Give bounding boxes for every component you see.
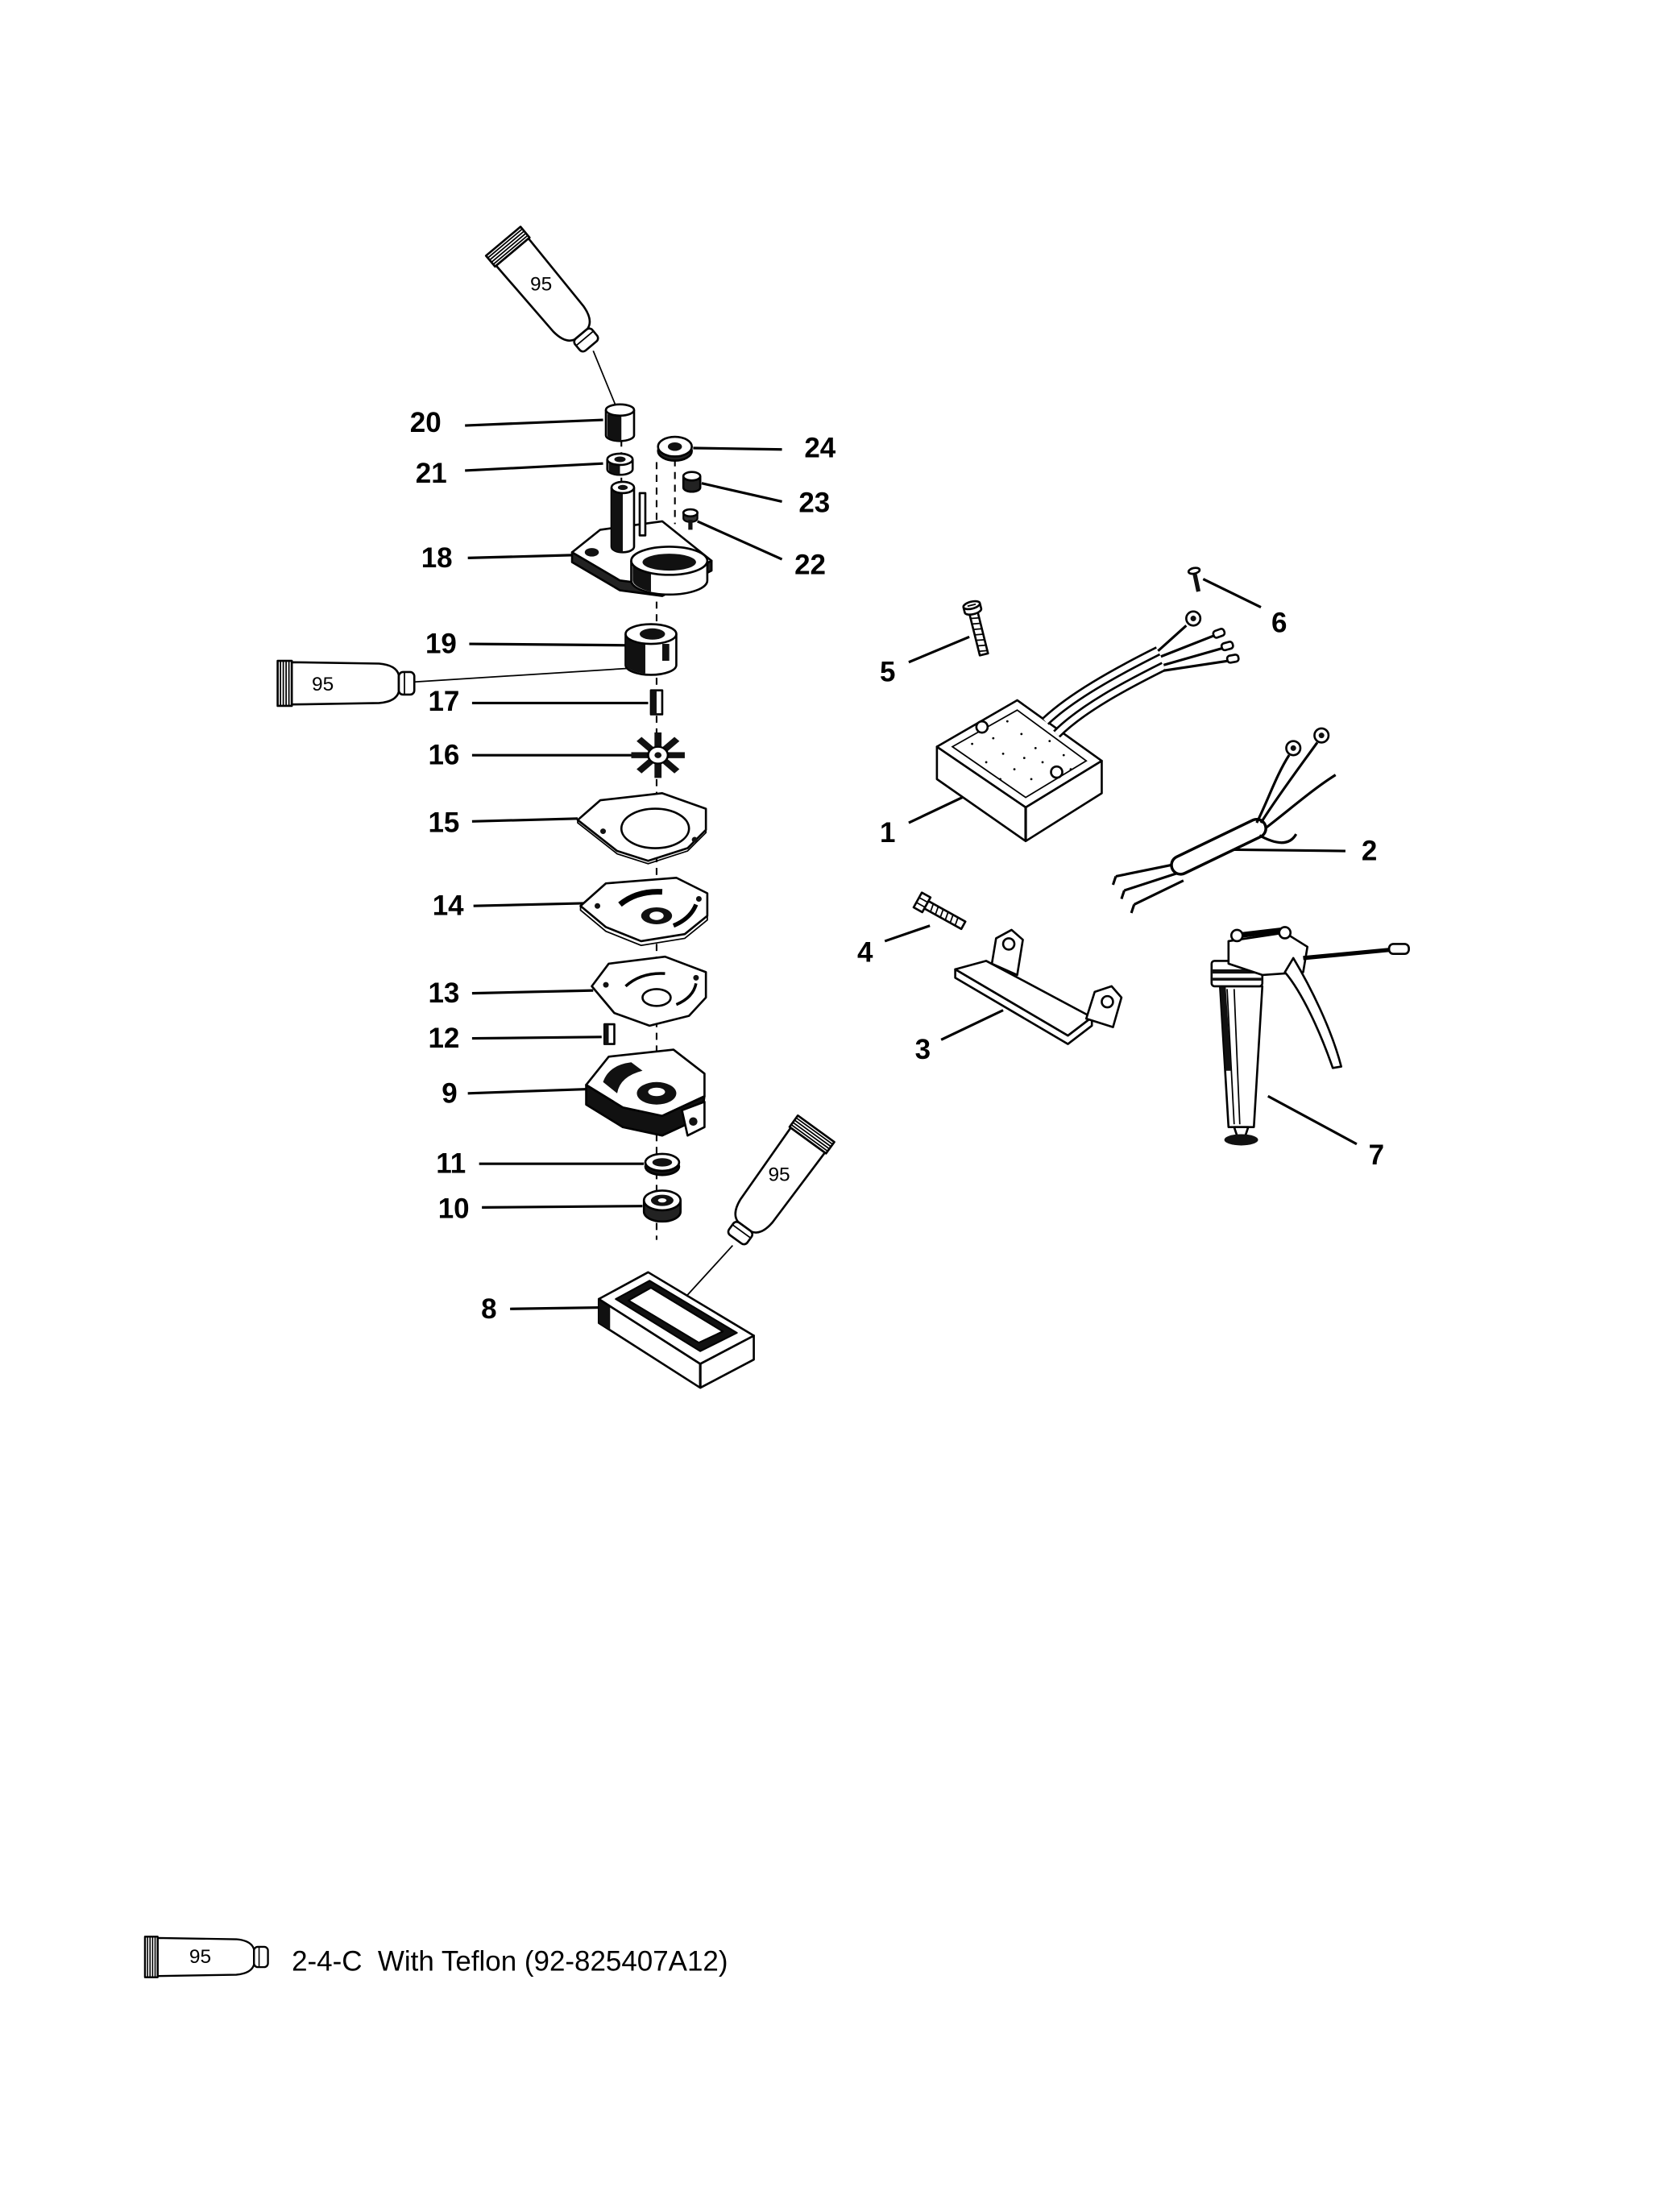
leader-line-19: [469, 642, 628, 647]
sealant-legend: 95 2-4-C With Teflon (92-825407A12): [143, 1936, 728, 1978]
legend-text: 2-4-C With Teflon (92-825407A12): [292, 1945, 728, 1977]
callout-23: 23: [798, 488, 830, 519]
callout-13: 13: [428, 977, 459, 1009]
callout-5: 5: [880, 656, 895, 687]
part-20-cap: [604, 403, 636, 442]
leader-line-9: [467, 1087, 588, 1095]
callout-20: 20: [410, 407, 442, 438]
sealant-tube-left: [276, 659, 416, 708]
part-18-pump-housing: [570, 480, 713, 597]
sealant-tube-left-label: 95: [312, 674, 334, 695]
part-14-plate: [579, 876, 709, 947]
leader-line-23: [701, 482, 782, 503]
leader-line-3: [940, 1009, 1004, 1041]
callout-1: 1: [880, 817, 895, 849]
part-12-dowel-pin: [603, 1023, 616, 1045]
part-3-bracket: [954, 928, 1123, 1045]
leader-line-21: [465, 462, 603, 472]
box-texture: [971, 720, 1072, 781]
callout-17: 17: [428, 686, 459, 717]
part-6-screw: [1187, 566, 1201, 592]
leader-line-15: [471, 817, 578, 823]
part-1-switch-box: [935, 699, 1103, 843]
callout-3: 3: [915, 1034, 931, 1065]
tube-leader-top: [592, 351, 617, 406]
part-5-screw: [962, 600, 989, 657]
callout-14: 14: [433, 890, 464, 922]
leader-line-6: [1202, 578, 1262, 608]
part-11-seal-ring: [644, 1152, 681, 1177]
callout-4: 4: [857, 936, 873, 968]
part-24-washer: [657, 435, 693, 463]
leader-line-14: [473, 902, 592, 907]
callout-2: 2: [1362, 836, 1377, 867]
tube-leader-left: [414, 666, 637, 683]
leader-line-2: [1222, 848, 1346, 853]
callout-18: 18: [421, 542, 453, 574]
callout-12: 12: [428, 1023, 459, 1054]
callout-16: 16: [428, 740, 459, 771]
callout-19: 19: [425, 629, 457, 660]
leader-line-8: [510, 1305, 601, 1310]
leader-line-20: [465, 418, 603, 427]
part-19-insert-cup: [624, 623, 678, 676]
part-21-ring: [606, 452, 634, 476]
part-4-bolt: [912, 891, 967, 931]
part-15-gasket: [576, 792, 707, 865]
callout-10: 10: [438, 1193, 470, 1225]
part-10-seal: [642, 1189, 682, 1223]
leader-line-1: [908, 796, 964, 824]
callout-11: 11: [436, 1148, 466, 1180]
leader-line-10: [482, 1205, 643, 1209]
callout-9: 9: [442, 1077, 457, 1109]
callout-7: 7: [1369, 1139, 1384, 1171]
callout-22: 22: [794, 550, 826, 581]
part-17-key: [649, 689, 664, 716]
callout-leader-lines: [465, 418, 1358, 1310]
part-23-nut: [682, 471, 702, 493]
callout-21: 21: [416, 458, 447, 489]
part-9-pump-base: [585, 1048, 706, 1137]
legend-tube-code: 95: [189, 1946, 211, 1968]
leader-line-22: [697, 520, 783, 561]
part-13-gasket: [591, 955, 707, 1027]
part-1-lead-wires: [1042, 610, 1240, 738]
leader-line-12: [471, 1035, 602, 1040]
leader-line-4: [884, 924, 931, 943]
callout-8: 8: [481, 1293, 496, 1325]
callout-numbers: 20 21 24 23 22 18 19 17 16 15 14 13 12 9…: [410, 407, 1384, 1325]
callout-15: 15: [428, 807, 459, 839]
leader-line-13: [471, 989, 594, 995]
leader-line-18: [467, 554, 573, 559]
part-22-screw: [682, 508, 699, 530]
leader-line-24: [693, 446, 782, 451]
part-2-wire-harness: [1111, 727, 1337, 914]
part-8-grommet-base: [597, 1271, 755, 1389]
callout-6: 6: [1271, 607, 1287, 638]
part-16-impeller: [631, 732, 685, 778]
sealant-tube-bottom-label: 95: [768, 1164, 790, 1186]
leader-line-5: [908, 635, 970, 664]
part-7-grease-gun: [1210, 926, 1410, 1146]
leader-line-7: [1267, 1094, 1358, 1146]
sealant-tube-top-label: 95: [530, 274, 552, 296]
callout-24: 24: [804, 432, 836, 463]
